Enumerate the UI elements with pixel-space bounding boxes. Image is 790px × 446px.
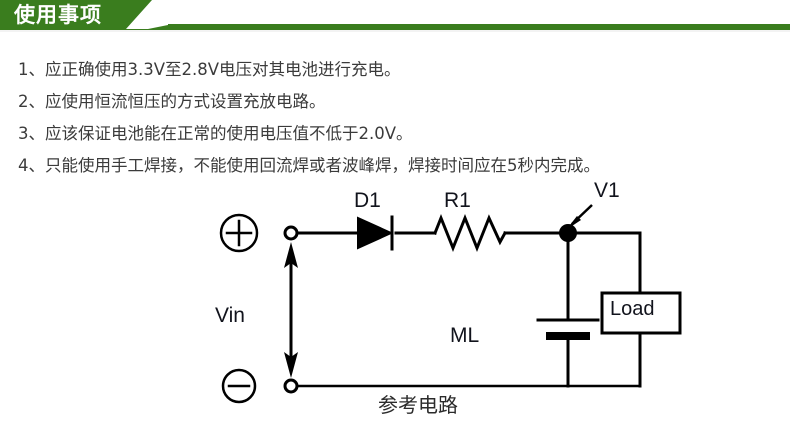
vin-arrow-head-up (284, 242, 298, 268)
input-node-top (283, 225, 299, 241)
resistor-zigzag (433, 213, 508, 253)
header-banner-shape (0, 0, 790, 32)
resistor-label: R1 (444, 189, 471, 212)
header-green-strip (168, 24, 790, 30)
load-box (600, 291, 682, 335)
circuit-caption: 参考电路 (378, 393, 458, 417)
v1-pointer-arrow (566, 204, 593, 230)
reference-circuit-diagram: D1 R1 V1 Vin ML Load 参考电路 (0, 180, 790, 446)
note-item-2: 2、应使用恒流恒压的方式设置充放电路。 (18, 92, 326, 111)
load-label: Load (610, 298, 655, 320)
vin-arrow-head-down (284, 352, 298, 378)
note-item-3: 3、应该保证电池能在正常的使用电压值不低于2.0V。 (18, 124, 413, 143)
input-node-bottom (283, 378, 299, 394)
negative-terminal-symbol (221, 368, 257, 404)
diode-label: D1 (354, 189, 381, 212)
positive-terminal-symbol (219, 213, 259, 253)
circuit-schematic-drawing (219, 204, 682, 404)
header-shadow (0, 30, 790, 32)
node-voltage-label: V1 (594, 179, 620, 202)
input-voltage-label: Vin (215, 304, 245, 327)
note-item-1: 1、应正确使用3.3V至2.8V电压对其电池进行充电。 (18, 60, 401, 79)
header-white-slash (126, 0, 790, 29)
usage-notes-list: 1、应正确使用3.3V至2.8V电压对其电池进行充电。 2、应使用恒流恒压的方式… (18, 54, 758, 182)
battery-label: ML (450, 324, 480, 347)
page-title: 使用事项 (14, 3, 102, 27)
page-header: 使用事项 (0, 0, 790, 32)
diode-triangle (357, 216, 394, 250)
note-item-4: 4、只能使用手工焊接，不能使用回流焊或者波峰焊，焊接时间应在5秒内完成。 (18, 156, 600, 175)
